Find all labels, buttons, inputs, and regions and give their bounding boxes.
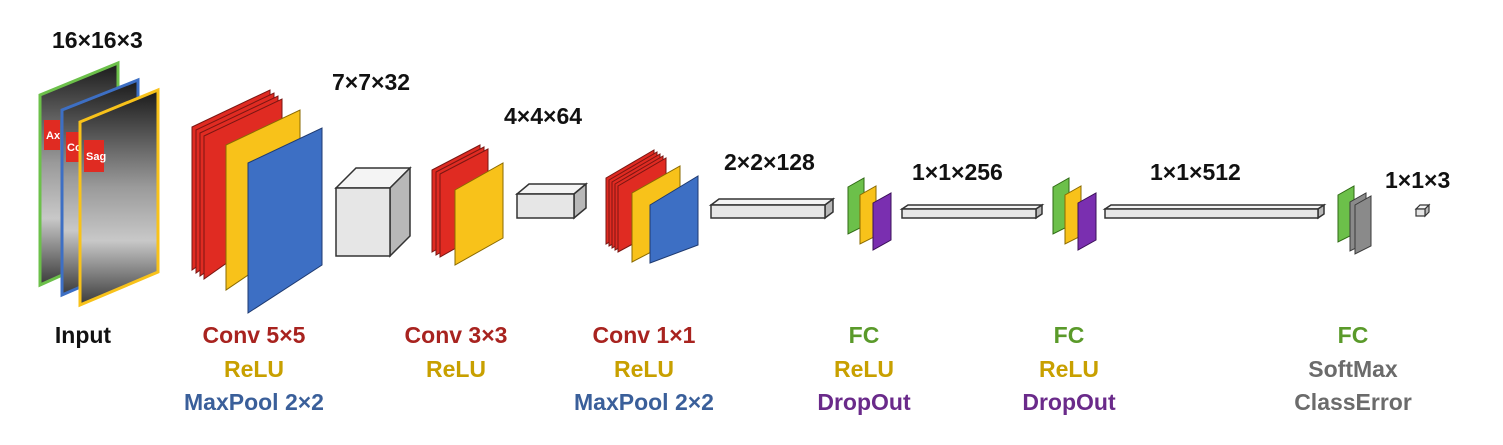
label-conv1x1: Conv 1×1 [593, 322, 696, 348]
label-conv5x5: Conv 5×5 [203, 322, 306, 348]
axial-tag [44, 120, 60, 150]
input-slice-sagittal [78, 87, 160, 308]
label-fc-3: FC [1338, 322, 1369, 348]
tensor-4x4x64 [514, 182, 589, 220]
dim-input: 16×16×3 [52, 27, 143, 53]
label-maxpool-1: MaxPool 2×2 [184, 389, 324, 415]
sagittal-tag-label: Sag [86, 151, 106, 163]
label-softmax: SoftMax [1308, 356, 1398, 382]
tensor-2x2x128 [708, 197, 836, 220]
block4-fc-layers [847, 177, 892, 251]
sagittal-tag [84, 140, 104, 172]
block5-fc-layers [1052, 177, 1097, 251]
dim-7x7x32: 7×7×32 [332, 69, 410, 95]
label-relu-5: ReLU [1039, 356, 1099, 382]
label-dropout-1: DropOut [817, 389, 911, 415]
label-fc-2: FC [1054, 322, 1085, 348]
dim-4x4x64: 4×4×64 [504, 103, 582, 129]
label-relu-3: ReLU [614, 356, 674, 382]
label-relu-2: ReLU [426, 356, 486, 382]
axial-tag-label: Ax [46, 130, 61, 142]
coronal-tag [66, 132, 82, 162]
block3-feature-maps [605, 149, 699, 264]
label-maxpool-2: MaxPool 2×2 [574, 389, 714, 415]
tensor-1x1x512 [1102, 203, 1327, 220]
tensor-cube-7x7x32 [334, 166, 412, 258]
label-fc-1: FC [849, 322, 880, 348]
label-relu-4: ReLU [834, 356, 894, 382]
pool-map [247, 127, 323, 314]
dim-1x1x256: 1×1×256 [912, 159, 1003, 185]
label-classerror: ClassError [1294, 389, 1412, 415]
label-relu-1: ReLU [224, 356, 284, 382]
tensor-1x1x256 [899, 203, 1045, 220]
label-input: Input [55, 322, 112, 348]
label-conv3x3: Conv 3×3 [405, 322, 508, 348]
label-dropout-2: DropOut [1022, 389, 1116, 415]
dim-2x2x128: 2×2×128 [724, 149, 815, 175]
block2-feature-maps [431, 144, 504, 266]
dim-1x1x512: 1×1×512 [1150, 159, 1241, 185]
dim-1x1x3: 1×1×3 [1385, 167, 1450, 193]
tensor-1x1x3 [1414, 203, 1431, 218]
block1-feature-maps [191, 89, 323, 314]
block6-output-layers [1337, 185, 1372, 255]
input-image-stack: Ax Cor Sag [38, 60, 160, 308]
